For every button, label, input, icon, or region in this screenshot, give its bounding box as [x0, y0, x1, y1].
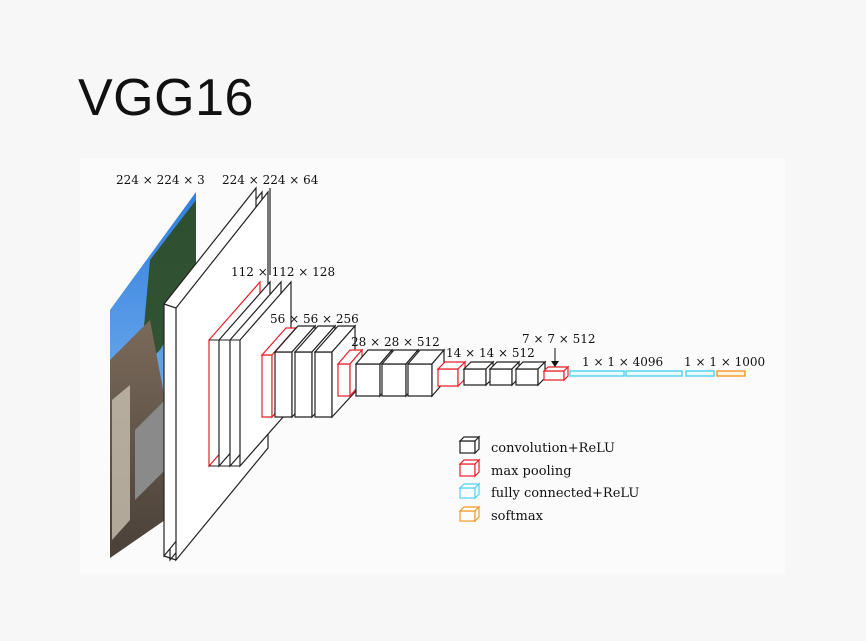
conv2-block: [208, 280, 292, 468]
label-fc-dims: 1 × 1 × 4096: [582, 355, 663, 369]
legend-softmax-icon: [458, 505, 481, 523]
legend-pool-label: max pooling: [491, 464, 572, 479]
legend-conv-label: convolution+ReLU: [491, 441, 615, 456]
legend-softmax-label: softmax: [491, 509, 544, 524]
softmax-layer: [716, 370, 746, 377]
pool5-block: [542, 365, 570, 382]
label-input-dims: 224 × 224 × 3: [116, 173, 205, 187]
pool5-arrow: [551, 348, 559, 367]
conv4-block: [336, 348, 446, 398]
legend-pool-icon: [458, 458, 481, 478]
legend-conv-icon: [458, 435, 481, 455]
label-conv1-dims: 224 × 224 × 64: [222, 173, 319, 187]
legend-fc-label: fully connected+ReLU: [491, 486, 639, 501]
conv5-block: [436, 360, 547, 388]
slide-title: VGG16: [78, 69, 254, 127]
label-conv2-dims: 112 × 112 × 128: [231, 265, 335, 279]
legend-fc-icon: [458, 482, 481, 500]
fc-layers: [569, 370, 715, 377]
input-image: [110, 192, 196, 558]
label-pool5-dims: 7 × 7 × 512: [522, 332, 596, 346]
label-softmax-dims: 1 × 1 × 1000: [684, 355, 765, 369]
legend: convolution+ReLU max pooling fully conne…: [458, 435, 639, 524]
label-conv4-dims: 28 × 28 × 512: [351, 335, 440, 349]
label-conv3-dims: 56 × 56 × 256: [270, 312, 359, 326]
label-conv5-dims: 14 × 14 × 512: [446, 346, 535, 360]
